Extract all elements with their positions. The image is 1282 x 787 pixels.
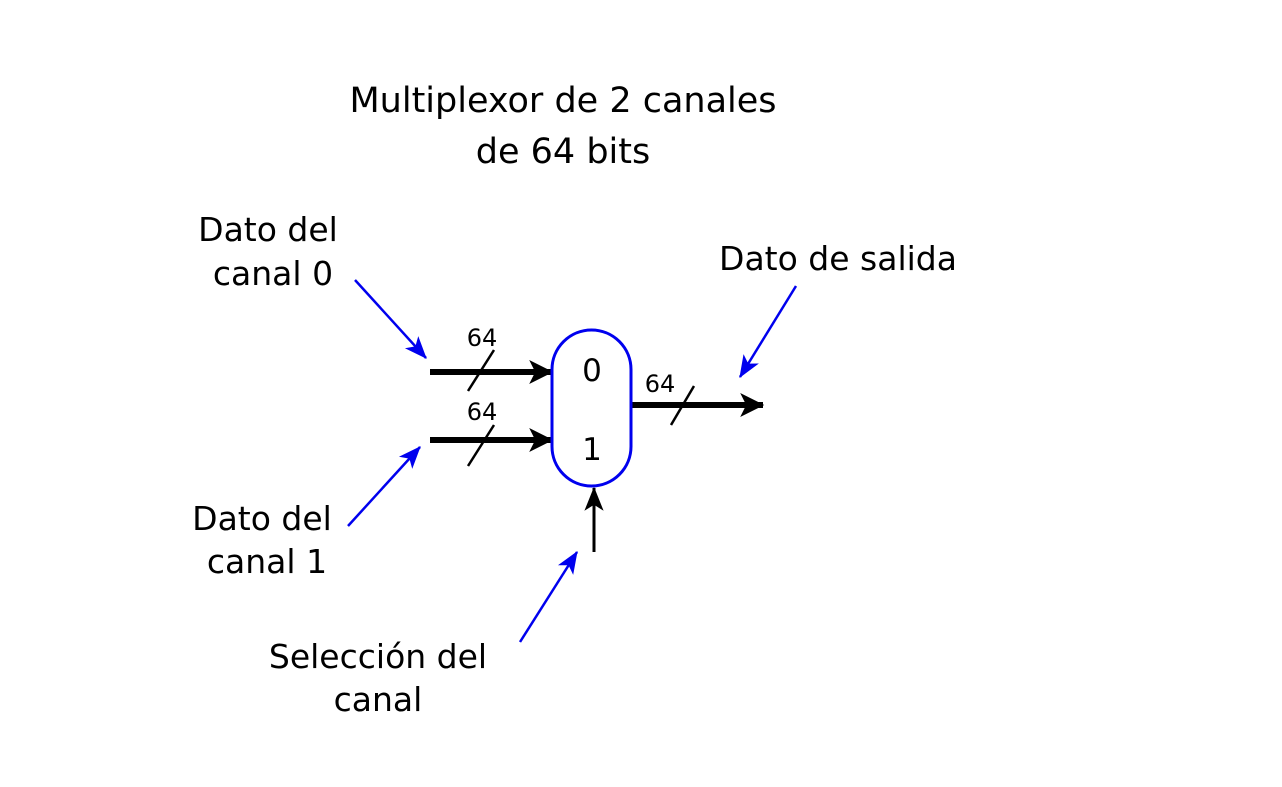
title-line-1: Multiplexor de 2 canales [349, 81, 776, 121]
select-label-line-1: Selección del [269, 637, 487, 676]
output-bus-slash [669, 385, 696, 426]
input-0-label-line-2: canal 0 [213, 254, 333, 293]
output-bus-width: 64 [645, 370, 676, 398]
mux-body [550, 328, 633, 488]
input-1-label-line-1: Dato del [192, 499, 332, 538]
select-label-line-2: canal [334, 680, 423, 719]
input-0-bus-slash [466, 349, 496, 392]
input-0-label-line-1: Dato del [198, 210, 338, 249]
mux-port-1-label: 1 [582, 432, 602, 468]
title-line-2: de 64 bits [476, 132, 650, 172]
input-0-bus-width: 64 [467, 324, 498, 352]
input-1-bus-slash [466, 424, 496, 467]
mux-port-0-label: 0 [582, 353, 602, 389]
input-0-annotation-arrow [354, 279, 427, 359]
input-1-label-line-2: canal 1 [207, 542, 327, 581]
output-annotation-arrow [738, 285, 798, 378]
output-label: Dato de salida [719, 239, 957, 278]
select-annotation-arrow [518, 551, 579, 643]
input-1-annotation-arrow [347, 446, 421, 527]
input-1-bus-width: 64 [467, 398, 498, 426]
